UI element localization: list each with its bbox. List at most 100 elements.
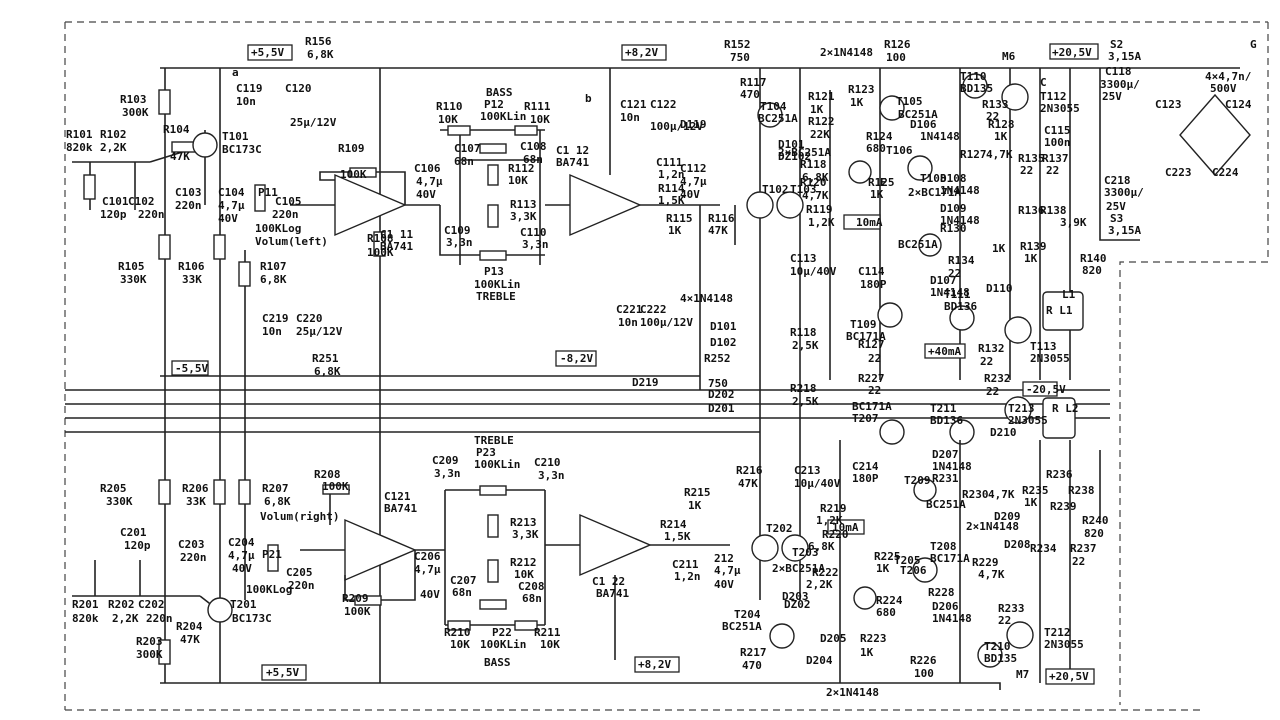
- label-c121v: 10n: [620, 111, 640, 124]
- r103-body: [158, 89, 171, 115]
- label-c212v: 4,7µ: [714, 564, 741, 577]
- label-c114: C114: [858, 265, 885, 278]
- label-r237: R237: [1070, 542, 1097, 555]
- label-d108v: 1N4148: [940, 184, 980, 197]
- label-c118w: 25V: [1102, 90, 1122, 103]
- label-c105: C105: [275, 195, 302, 208]
- label-d210: D210: [990, 426, 1017, 439]
- r210-body: [447, 620, 471, 631]
- label-c122v: 100µ/12V: [650, 120, 703, 133]
- label-r138v: 3,9K: [1060, 216, 1087, 229]
- label-p13v: 100KLin: [474, 278, 520, 291]
- label-p21v: 100KLog: [246, 583, 292, 596]
- r208-body: [322, 484, 350, 495]
- r207-body: [238, 479, 251, 505]
- label-r134: R134: [948, 254, 975, 267]
- label-c209: C209: [432, 454, 459, 467]
- label-t112: T112: [1040, 90, 1067, 103]
- label-r110v: 10K: [438, 113, 458, 126]
- label-r136: R136: [1018, 204, 1045, 217]
- label-t101: T101: [222, 130, 249, 143]
- t110-body: [962, 73, 988, 99]
- label-c213: C213: [794, 464, 821, 477]
- label-c222v: 100µ/12V: [640, 316, 693, 329]
- label-l1: L1: [1062, 288, 1076, 301]
- label-r232v: 22: [986, 385, 999, 398]
- label-t104: T104: [760, 100, 787, 113]
- label-rail-m82: -8,2V: [560, 352, 593, 365]
- label-c220v: 25µ/12V: [296, 325, 343, 338]
- label-r205v: 330K: [106, 495, 133, 508]
- label-c202v: 220n: [146, 612, 173, 625]
- label-r152v: 750: [730, 51, 750, 64]
- r113-body: [487, 204, 499, 228]
- label-p12v: 100KLin: [480, 110, 526, 123]
- label-c207v: 68n: [452, 586, 472, 599]
- label-t208: T208: [930, 540, 957, 553]
- label-r213v: 3,3K: [512, 528, 539, 541]
- label-r228: R228: [928, 586, 955, 599]
- label-c120: C120: [285, 82, 312, 95]
- label-r252v: 750: [708, 377, 728, 390]
- label-rail-p82-bot: +8,2V: [638, 658, 671, 671]
- label-r235v: 1K: [1024, 496, 1038, 509]
- label-d106: D106: [910, 118, 937, 131]
- label-s3v: 3,15A: [1108, 224, 1141, 237]
- label-c213v: 10µ/40V: [794, 477, 841, 490]
- label-s3: S3: [1110, 212, 1123, 225]
- label-bc-label: BC251A: [898, 238, 938, 251]
- label-t101v: BC173C: [222, 143, 262, 156]
- label-c106w: 40V: [416, 188, 436, 201]
- label-r226: R226: [910, 654, 937, 667]
- label-t201v: BC173C: [232, 612, 272, 625]
- label-t204: T204: [734, 608, 761, 621]
- label-r127: R127: [960, 148, 987, 161]
- t112-body: [1001, 83, 1029, 111]
- t213-body: [1004, 396, 1032, 424]
- label-c115v: 100n: [1044, 136, 1071, 149]
- label-c121: C121: [620, 98, 647, 111]
- label-r111v: 10K: [530, 113, 550, 126]
- label-forty: +40mA: [928, 345, 961, 358]
- p23-body: [479, 485, 507, 496]
- t111-body: [949, 305, 975, 331]
- label-p21: P21: [262, 548, 282, 561]
- label-c218v: 3300µ/: [1104, 186, 1144, 199]
- t202-body: [751, 534, 779, 562]
- label-r130v: 1K: [992, 242, 1006, 255]
- opamp122-wires: [545, 544, 730, 660]
- label-r137: R137: [1042, 152, 1069, 165]
- label-c214: C214: [852, 460, 879, 473]
- label-r207v: 6,8K: [264, 495, 291, 508]
- label-r118: R118: [790, 326, 817, 339]
- label-r114: R114: [658, 182, 685, 195]
- label-d208: D208: [1004, 538, 1031, 551]
- label-c208: C208: [518, 580, 545, 593]
- label-r140v: 820: [1082, 264, 1102, 277]
- label-t212: T212: [1044, 626, 1071, 639]
- label-mark-a: a: [232, 66, 239, 79]
- label-c118v: 3300µ/: [1100, 78, 1140, 91]
- label-d101: D101: [710, 320, 737, 333]
- label-c123: C123: [1155, 98, 1182, 111]
- r211-body: [514, 620, 538, 631]
- label-r108: R108: [367, 232, 394, 245]
- label-bass: BASS: [486, 86, 513, 99]
- t201-body: [207, 597, 233, 623]
- p13-body: [479, 250, 507, 261]
- r109-body: [349, 167, 377, 178]
- label-ten-ma: 10mA: [856, 216, 883, 229]
- label-pair2: 2×BC171A: [908, 186, 961, 199]
- label-c220: C220: [296, 312, 323, 325]
- label-p22: P22: [492, 626, 512, 639]
- label-r121: R121: [808, 90, 835, 103]
- p21-body: [267, 544, 279, 572]
- label-t206: T206: [900, 564, 927, 577]
- label-r126: R126: [884, 38, 911, 51]
- label-mark-m6: M6: [1002, 50, 1016, 63]
- r106-body: [213, 234, 226, 260]
- label-r109: R109: [338, 142, 365, 155]
- label-c106v: 4,7µ: [416, 175, 443, 188]
- label-r118-v: 6,8K: [802, 171, 829, 184]
- label-twenty: -20,5V: [1026, 383, 1066, 396]
